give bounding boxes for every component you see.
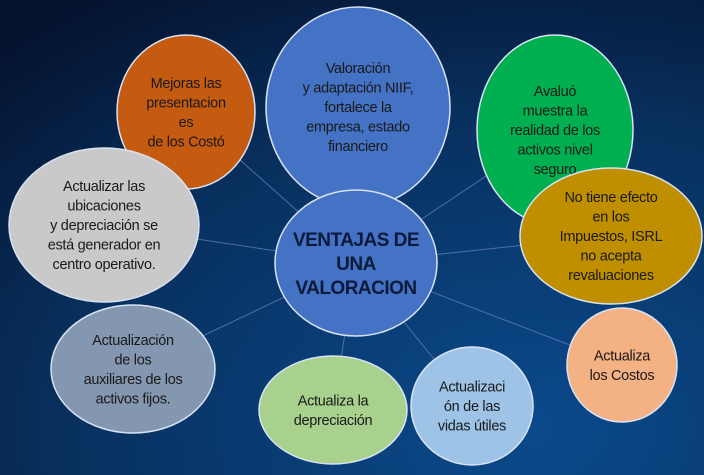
node-ellipse <box>8 147 200 303</box>
node-text-line: Actualizaci <box>439 380 505 396</box>
node-text-line: vidas útiles <box>438 419 506 435</box>
node-text-line: realidad de los <box>510 123 600 139</box>
node-text-line: empresa, estado <box>306 120 410 136</box>
node-text-line: presentacion <box>146 95 226 111</box>
node-text-line: Avaluó <box>534 84 577 100</box>
node-text-line: en los <box>593 210 630 226</box>
node-text-line: ón de las <box>444 399 500 415</box>
node-text-line: fortalece la <box>324 100 393 116</box>
node-text-line: y depreciación se <box>50 218 158 234</box>
node-text-line: seguro <box>534 162 577 178</box>
node-mejoras: Mejoras las presentacion es de los Costó <box>116 34 256 190</box>
node-text-line: Actualizar las <box>63 179 145 195</box>
node-vidas-utiles: Actualizaci ón de las vidas útiles <box>410 346 534 466</box>
node-costos: Actualiza los Costos <box>566 307 678 423</box>
node-text-line: está generador en <box>48 238 161 254</box>
node-text-line: VENTAJAS DE <box>293 230 419 251</box>
node-auxiliares: Actualización de los auxiliares de los acti… <box>50 304 216 434</box>
nodes: Mejoras las presentacion es de los Costó Val… <box>8 6 703 466</box>
node-center: VENTAJAS DE UNA VALORACION <box>274 189 438 337</box>
node-ellipse <box>50 304 216 434</box>
node-text-line: No tiene efecto <box>564 190 657 206</box>
node-text-line: auxiliares de los <box>84 372 183 388</box>
node-text-line: VALORACION <box>295 278 416 299</box>
node-ellipse <box>519 167 703 305</box>
node-text-line: de los Costó <box>148 134 225 150</box>
node-text-line: Impuestos, ISRL <box>560 229 663 245</box>
node-text-line: Valoración <box>326 61 391 77</box>
node-ellipse <box>566 307 678 423</box>
node-text-line: los Costos <box>590 368 655 384</box>
node-text-line: revaluaciones <box>568 268 654 284</box>
node-text-line: de los <box>115 352 152 368</box>
node-ellipse <box>258 355 408 465</box>
node-ellipse <box>274 189 438 337</box>
node-text-line: UNA <box>336 254 376 275</box>
node-text-line: centro operativo. <box>53 257 156 273</box>
node-text-line: Actualiza la <box>298 393 370 409</box>
node-depreciacion: Actualiza la depreciación <box>258 355 408 465</box>
node-text-line: no acepta <box>581 249 643 265</box>
node-ellipse <box>410 346 534 466</box>
node-text-line: y adaptación NIIF, <box>303 81 414 97</box>
node-valoracion-niif: Valoración y adaptación NIIF, fortalece la… <box>265 6 451 208</box>
node-text-line: Actualiza <box>594 348 651 364</box>
node-text-line: activos nivel <box>517 143 592 159</box>
node-text-line: es <box>179 115 194 131</box>
node-text-line: financiero <box>328 139 388 155</box>
node-ubicaciones: Actualizar las ubicaciones y depreciación … <box>8 147 200 303</box>
node-text-line: activos fijos. <box>96 391 171 407</box>
node-text-line: Mejoras las <box>151 76 222 92</box>
node-text-line: ubicaciones <box>67 199 140 215</box>
node-text-line: Actualización <box>92 333 174 349</box>
node-text-line: muestra la <box>523 104 589 120</box>
node-text-line: depreciación <box>294 413 373 429</box>
